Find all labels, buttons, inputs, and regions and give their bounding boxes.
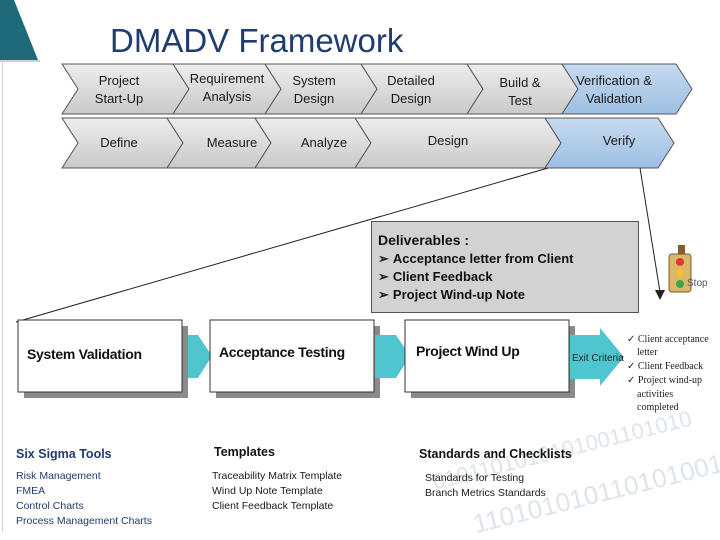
- zoom-line-right: [639, 167, 661, 293]
- exit-criterion-cont: letter: [637, 347, 658, 358]
- deliverables-box: Deliverables : ➢Acceptance letter from C…: [371, 221, 639, 313]
- stop-light-icon: [668, 245, 692, 293]
- process-row: [17, 319, 624, 398]
- check-icon: ✓: [627, 334, 636, 345]
- arrow-bullet-icon: ➢: [378, 269, 389, 284]
- process-arrow-2: [375, 335, 410, 378]
- standards-title: Standards and Checklists: [419, 447, 572, 461]
- deliverable-item: ➢Acceptance letter from Client: [378, 251, 574, 266]
- arrow-bullet-icon: ➢: [378, 287, 389, 302]
- left-rule: [2, 62, 3, 532]
- exit-criterion-cont: completed: [637, 402, 679, 413]
- template-item: Wind Up Note Template: [212, 485, 323, 497]
- exit-criterion: ✓ Client Feedback: [627, 361, 704, 372]
- tool-item: FMEA: [16, 485, 46, 497]
- chevron-verify: [544, 117, 675, 169]
- deliverable-item: ➢Client Feedback: [378, 269, 493, 284]
- chevron-label-build-test: Build &Test: [499, 75, 541, 108]
- six-sigma-tools-title: Six Sigma Tools: [16, 447, 112, 461]
- tool-item: Risk Management: [16, 470, 101, 482]
- standard-item: Branch Metrics Standards: [425, 487, 546, 499]
- standard-item: Standards for Testing: [425, 472, 525, 484]
- chevron-label-measure: Measure: [206, 135, 258, 150]
- chevron-label-analyze: Analyze: [300, 135, 348, 150]
- tool-item: Control Charts: [16, 500, 84, 512]
- chevron-label-verification-validation: Verification &Validation: [576, 73, 652, 106]
- exit-criterion-cont: activities: [637, 389, 674, 400]
- deliverable-item: ➢Project Wind-up Note: [378, 287, 525, 302]
- exit-criteria-label: Exit Criteria: [572, 353, 624, 364]
- tool-item: Process Management Charts: [16, 515, 152, 527]
- template-item: Traceability Matrix Template: [212, 470, 343, 482]
- templates-title: Templates: [214, 445, 275, 459]
- zoom-arrowhead: [655, 290, 665, 300]
- process-box-project-wind-up: Project Wind Up: [416, 343, 520, 359]
- exit-criterion: ✓ Client acceptance: [627, 334, 709, 345]
- process-arrow-1: [188, 335, 212, 378]
- top-row-chevrons: [61, 63, 693, 115]
- check-icon: ✓: [627, 375, 636, 386]
- chevron-label-verify: Verify: [602, 133, 636, 148]
- template-item: Client Feedback Template: [212, 500, 334, 512]
- chevron-verification-validation: [561, 63, 693, 115]
- stop-label: Stop: [687, 278, 708, 289]
- chevron-label-design: Design: [427, 133, 469, 148]
- bottom-row-chevrons: [61, 117, 675, 169]
- exit-criterion: ✓ Project wind-up: [627, 375, 703, 386]
- zoom-line-left: [15, 167, 549, 323]
- deliverables-title: Deliverables :: [378, 232, 470, 248]
- arrow-bullet-icon: ➢: [378, 251, 389, 266]
- process-box-acceptance-testing: Acceptance Testing: [219, 344, 345, 360]
- process-box-system-validation: System Validation: [27, 346, 142, 362]
- page-title: DMADV Framework: [110, 22, 404, 59]
- check-icon: ✓: [627, 361, 636, 372]
- corner-decoration: [0, 0, 40, 62]
- exit-criteria-arrow: [570, 328, 624, 386]
- chevron-label-define: Define: [100, 135, 138, 150]
